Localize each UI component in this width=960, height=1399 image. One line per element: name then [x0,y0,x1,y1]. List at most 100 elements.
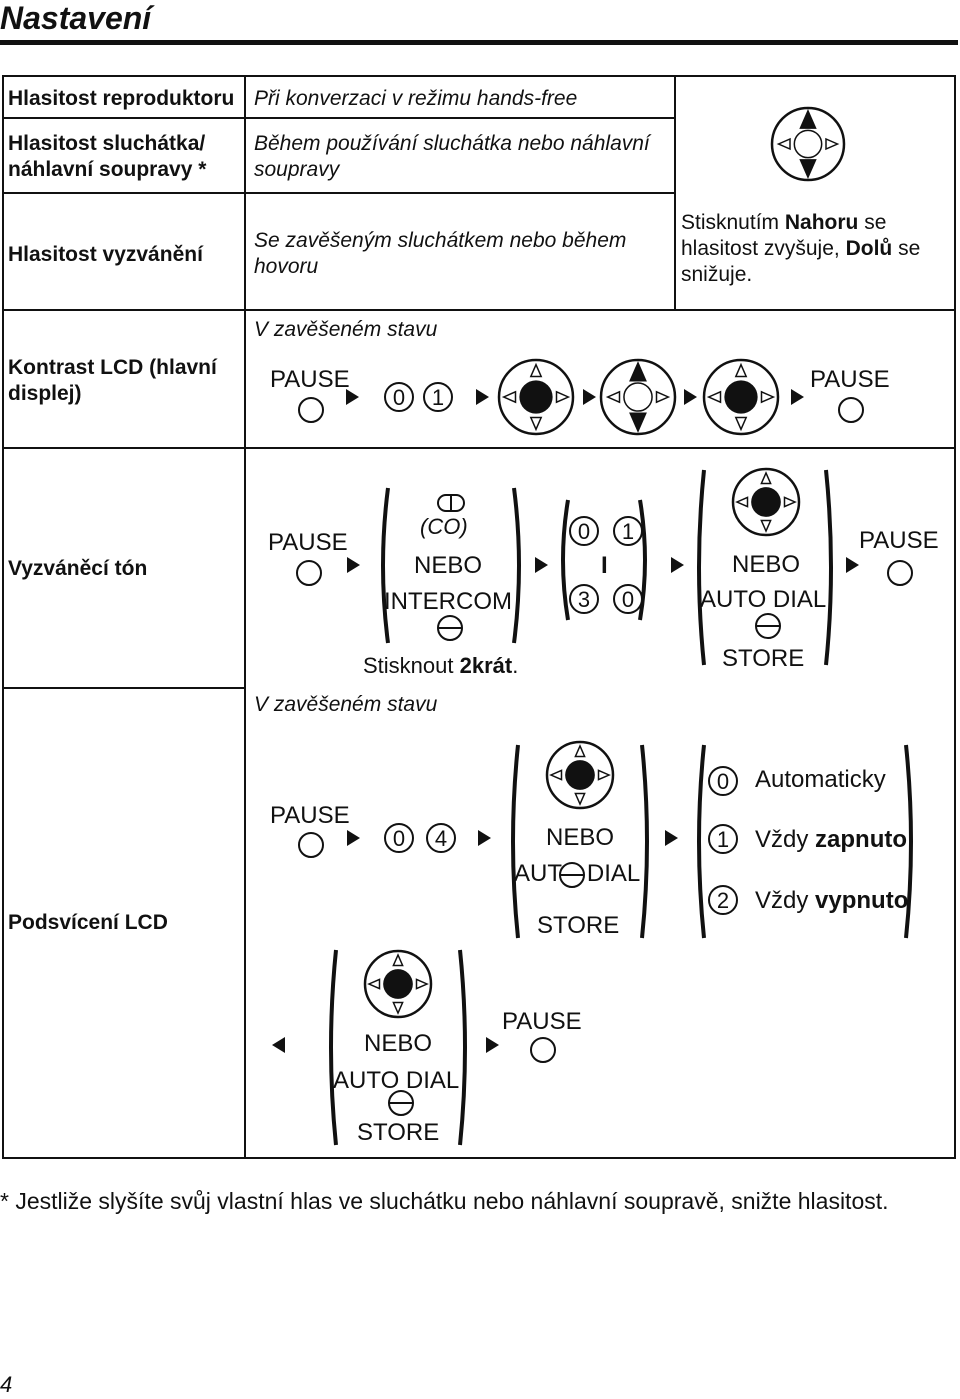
pause-button-icon [530,1037,556,1063]
handset-volume-desc: Během používání sluchátka nebo náhlavní … [254,132,650,181]
ringer-volume-label: Hlasitost vyzvánění [8,243,203,266]
arrow-right-icon [684,389,697,405]
digit-key-icon [613,584,643,614]
page-title: Nastavení [0,0,152,36]
contrast-label: Kontrast LCD (hlavní displej) [8,356,217,405]
nav-arrow [706,390,722,404]
digit-key-label: 4 [435,826,447,851]
pause-label: PAUSE [859,527,939,554]
nav-arrow [655,390,671,404]
intercom-label: INTERCOM [384,588,512,615]
bracket-icon [512,487,521,644]
navigator-center [623,382,653,412]
digit-range-separator: I [601,552,608,579]
volume-note: Stisknutím Nahoru se hlasitost zvyšuje, … [681,211,921,286]
speaker-volume-label: Hlasitost reproduktoru [8,87,235,110]
digit-key-label: 0 [393,385,405,410]
nav-arrow [549,769,563,781]
press-twice-note: Stisknout 2krát. [363,653,519,678]
title-rule [0,40,958,45]
backlight-desc: V zavěšeném stavu [254,693,438,716]
nav-arrow [501,390,517,404]
auto-dial-label: AUTO DIAL [700,586,827,613]
nav-arrow [415,978,429,990]
nav-arrow [825,137,840,151]
digit-key-icon [708,766,738,796]
navigator-center [724,380,758,414]
nav-arrow [760,390,776,404]
pause-label: PAUSE [502,1008,582,1035]
backlight-label: Podsvícení LCD [8,911,168,934]
nav-arrow [574,792,586,806]
digit-key-icon [708,824,738,854]
arrow-right-icon [846,557,859,573]
nav-arrow [597,769,611,781]
digit-key-icon [384,382,414,412]
contrast-desc: V zavěšeném stavu [254,318,438,341]
auto-dial-label: AUTO DIAL [333,1067,460,1094]
bracket-icon [640,744,649,939]
backlight-option-auto: Automaticky [755,766,886,793]
bracket-icon [329,949,338,1146]
backlight-option-off: Vždy vypnuto [755,887,909,914]
digit-key-label: 3 [578,587,590,612]
arrow-right-icon [583,389,596,405]
digit-key-label: 0 [578,519,590,544]
nav-arrow [735,496,749,508]
bracket-icon [638,499,647,621]
bracket-icon [511,744,520,939]
arrow-right-icon [347,557,360,573]
bracket-icon [458,949,467,1146]
arrow-right-icon [791,389,804,405]
nebo-label: NEBO [414,552,483,579]
arrow-right-icon [478,830,491,846]
speaker-volume-desc: Při konverzaci v režimu hands-free [254,87,578,110]
nav-arrow [799,109,817,129]
digit-key-icon [708,885,738,915]
nav-arrow [783,496,797,508]
pause-label: PAUSE [268,529,348,556]
digit-key-icon [569,516,599,546]
pause-label: PAUSE [810,366,890,393]
store-label: STORE [357,1119,440,1146]
ringer-volume-desc: Se zavěšeným sluchátkem nebo během hovor… [254,229,627,278]
arrow-right-icon [347,830,360,846]
nav-arrow [605,390,621,404]
nav-arrow [555,390,571,404]
arrow-right-icon [665,830,678,846]
store-label: STORE [537,912,620,939]
digit-key-icon [384,823,414,853]
nav-arrow [776,137,791,151]
arrow-left-icon [272,1037,285,1053]
pause-button-icon [296,560,322,586]
pause-button-icon [838,397,864,423]
page-number: 4 [0,1372,13,1397]
arrow-right-icon [535,557,548,573]
navigator-center [793,129,823,159]
bracket-icon [824,469,833,666]
bracket-icon [904,744,913,939]
nav-arrow [760,471,772,485]
digit-key-icon [423,382,453,412]
navigator-center [519,380,553,414]
nav-arrow [367,978,381,990]
handset-volume-label: Hlasitost sluchátka/ náhlavní soupravy * [8,132,207,181]
nebo-label: NEBO [732,551,801,578]
digit-key-label: 0 [717,769,729,794]
navigator-center [565,760,595,790]
pause-label: PAUSE [270,802,350,829]
bracket-icon [697,744,706,939]
digit-key-label: 0 [622,587,634,612]
ringtone-label: Vyzváněcí tón [8,557,148,580]
nav-arrow [799,159,817,179]
digit-key-label: 1 [717,827,729,852]
digit-key-label: 1 [432,385,444,410]
digit-key-label: 2 [717,888,729,913]
nav-arrow [529,416,543,432]
nav-arrow [574,744,586,758]
nav-arrow [734,416,748,432]
nav-arrow [392,953,404,967]
bracket-icon [697,469,706,666]
